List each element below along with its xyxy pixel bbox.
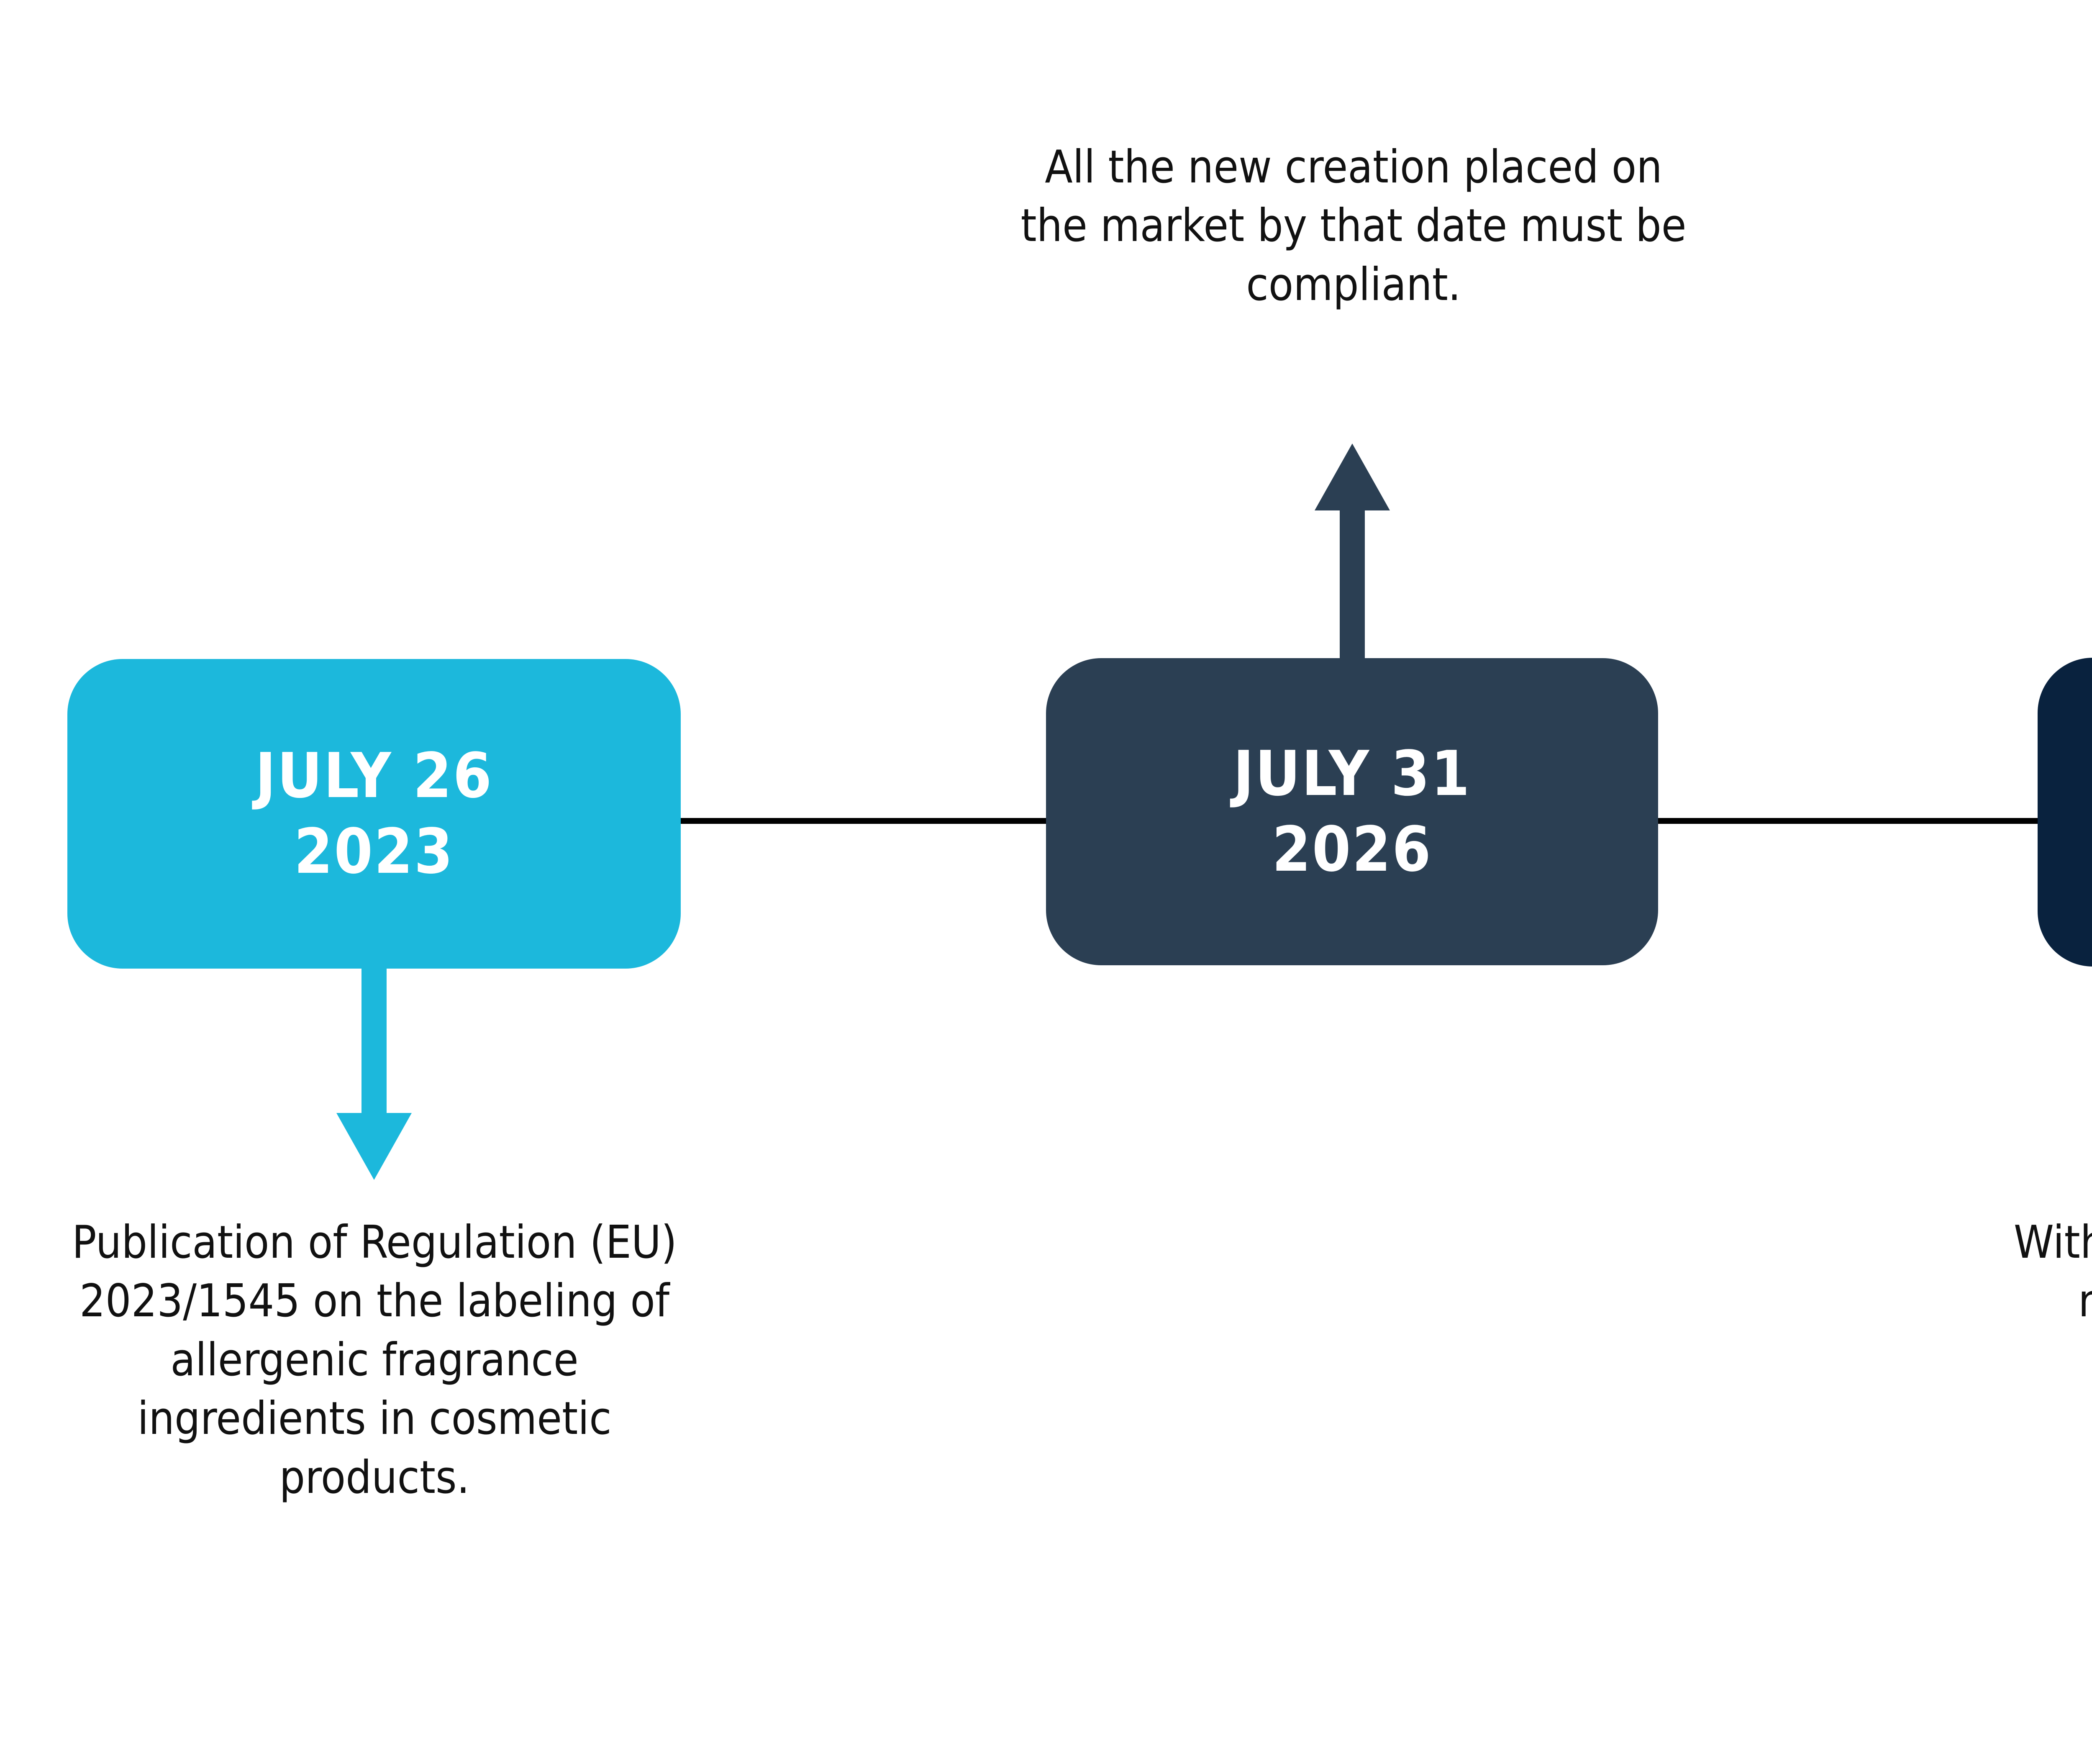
caption-publication: Publication of Regulation (EU) 2023/1545… (72, 1216, 677, 1504)
down-arrow-publication (336, 962, 412, 1180)
milestone-date-2: JULY 31 2026 (1233, 736, 1471, 887)
connector-line-1 (669, 818, 1059, 824)
milestone-date-1: JULY 26 2023 (255, 738, 493, 889)
caption-withdrawal: Withdrawal from the market of non-compli… (2013, 1216, 2092, 1328)
milestone-date-1-line2: 2023 (294, 815, 454, 887)
caption-compliance: All the new creation placed on the marke… (1020, 141, 1687, 311)
milestone-date-2-line2: 2026 (1272, 813, 1432, 885)
milestone-box-july-31-2028[interactable]: JULY 31 2028 (2038, 658, 2092, 967)
milestone-date-1-line1: JULY 26 (255, 740, 493, 812)
connector-line-2 (1646, 818, 2048, 824)
milestone-box-july-26-2023[interactable]: JULY 26 2023 (67, 659, 681, 969)
milestone-date-2-line1: JULY 31 (1233, 738, 1471, 810)
milestone-box-july-31-2026[interactable]: JULY 31 2026 (1046, 658, 1658, 965)
up-arrow-compliance (1315, 444, 1390, 663)
